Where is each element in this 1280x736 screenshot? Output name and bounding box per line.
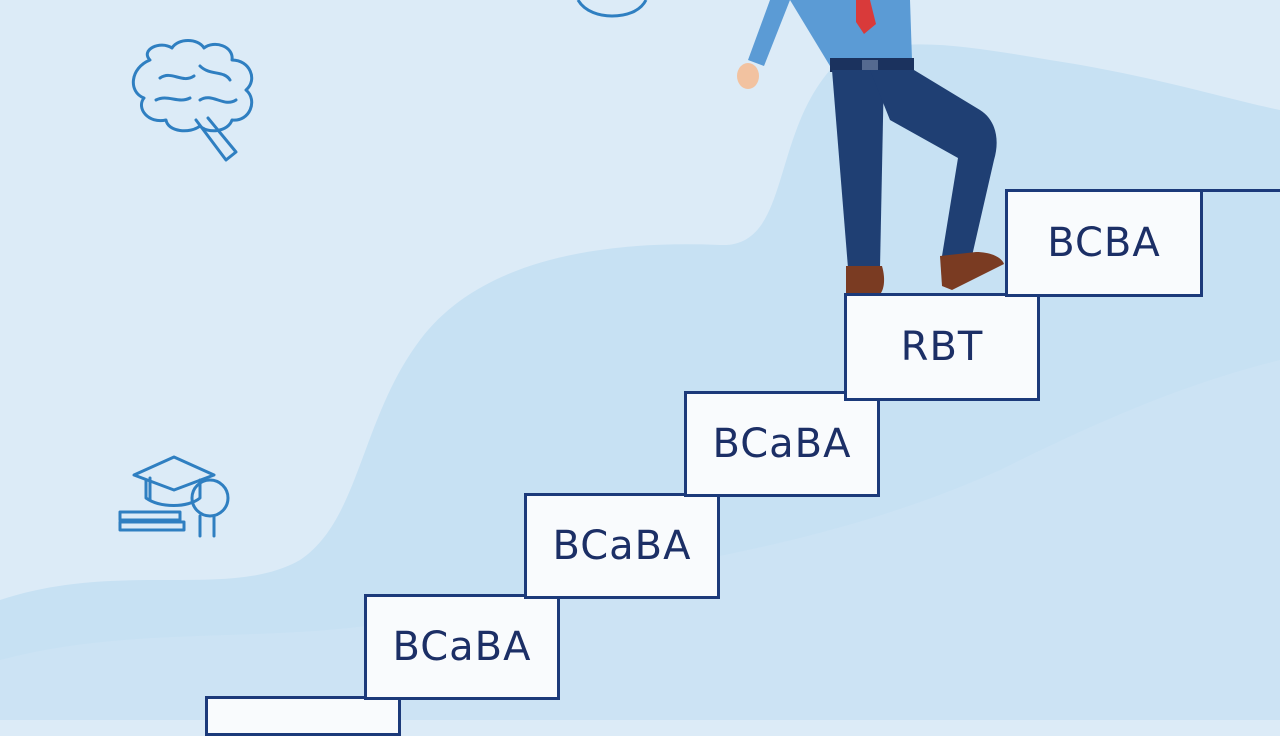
step-6: BCBA <box>1005 189 1203 297</box>
businessman-climbing-icon <box>737 0 1004 296</box>
step-label: BCaBA <box>392 624 532 670</box>
circle-icon <box>576 0 648 18</box>
brain-icon <box>132 39 254 162</box>
step-label: BCaBA <box>552 523 692 569</box>
step-label: BCaBA <box>712 421 852 467</box>
step-1 <box>205 696 401 736</box>
step-2: BCaBA <box>364 594 560 700</box>
step-4: BCaBA <box>684 391 880 497</box>
step-label: BCBA <box>1047 220 1161 266</box>
graduation-cap-icon <box>118 455 230 538</box>
background-scene <box>0 0 1280 720</box>
step-3: BCaBA <box>524 493 720 599</box>
background-blob-lower <box>0 360 1280 720</box>
top-ledge <box>1200 189 1280 192</box>
step-label: RBT <box>900 324 984 370</box>
step-5: RBT <box>844 293 1040 401</box>
